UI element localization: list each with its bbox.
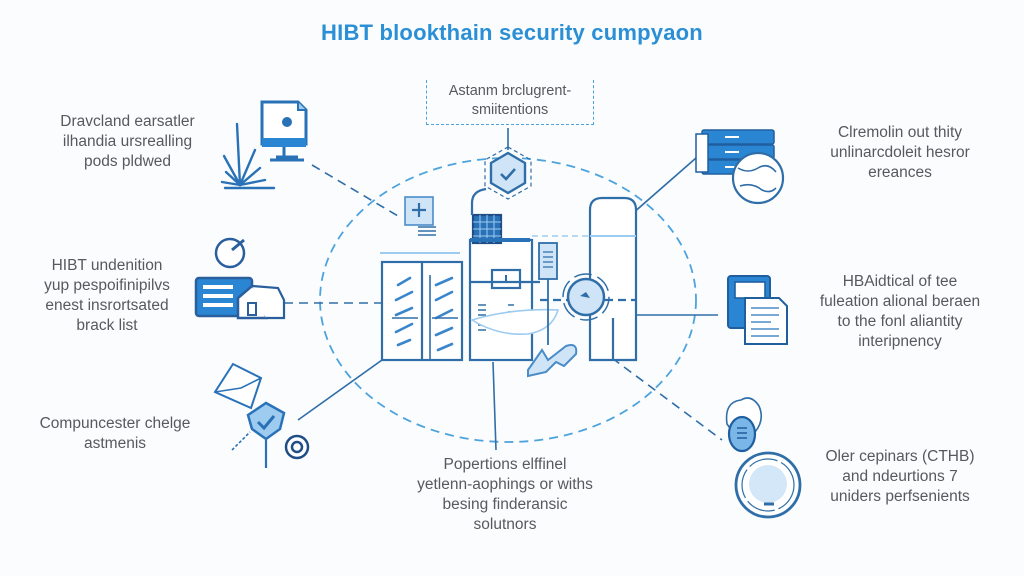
label-line: enest insrortsated: [45, 297, 169, 314]
top-center-callout: Astanm brclugrent- smiitentions: [426, 80, 594, 125]
label-line: ereances: [868, 164, 932, 181]
label-line: HBAidtical of tee: [842, 273, 958, 290]
connector-bottom-left: [297, 359, 383, 421]
label-line: pods pldwed: [83, 153, 172, 170]
diagram-title: HIBT blookthain security cumpyaon: [321, 20, 703, 45]
label-line: Clremolin out thity: [837, 124, 963, 141]
node-label-bottom-center: Popertions elffinel yetlenn-aophings or …: [390, 455, 620, 535]
connector-bottom-right: [611, 357, 723, 441]
label-line: interipnency: [858, 333, 942, 350]
node-label-mid-left: HIBT undenition yup pespoifinipilvs enes…: [22, 256, 192, 336]
node-label-top-left: Dravcland earsatler ilhandia ursrealling…: [40, 112, 215, 172]
house-database-icon: [194, 237, 286, 320]
label-line: Astanm brclugrent-: [448, 83, 572, 99]
document-book-icon: [727, 275, 788, 345]
blockchain-facility-icon: [380, 187, 638, 378]
label-line: Oler cepinars (CTHB): [825, 448, 975, 465]
node-label-mid-right: HBAidtical of tee fuleation alional bera…: [795, 272, 1005, 352]
burst-icon: [220, 122, 276, 190]
label-line: solutnors: [473, 516, 537, 533]
shield-check-icon: [213, 362, 310, 468]
label-line: Compuncester chelge: [39, 415, 191, 432]
label-line: HIBT undenition: [51, 257, 163, 274]
monitor-file-icon: [260, 100, 308, 162]
check-hexagon-icon: [484, 146, 532, 200]
wallet-coin-icon: [725, 397, 802, 519]
label-line: to the fonl aliantity: [837, 313, 963, 330]
node-label-bottom-left: Compuncester chelge astmenis: [25, 414, 205, 454]
label-line: brack list: [76, 317, 138, 334]
label-line: and ndeurtions 7: [842, 468, 958, 485]
connector-top-right: [631, 157, 697, 215]
node-label-top-right: Clremolin out thity unlinarcdoleit hesro…: [805, 123, 995, 183]
label-line: uniders perfsenients: [830, 488, 970, 505]
server-globe-icon: [695, 129, 785, 205]
label-line: fuleation alional beraen: [819, 293, 981, 310]
label-line: besing finderansic: [442, 496, 568, 513]
label-line: ilhandia ursrealling: [62, 133, 193, 150]
node-label-top-center: Astanm brclugrent- smiitentions: [427, 80, 593, 120]
label-line: smiitentions: [471, 102, 549, 118]
connectors: [284, 128, 723, 451]
document-plus-icon: [404, 196, 436, 236]
connector-bottom-center: [492, 361, 497, 451]
label-line: Popertions elffinel: [443, 456, 567, 473]
server-slots: [394, 276, 454, 352]
label-line: Dravcland earsatler: [60, 113, 195, 130]
label-line: unlinarcdoleit hesror: [830, 144, 970, 161]
label-line: astmenis: [83, 435, 147, 452]
label-line: yup pespoifinipilvs: [44, 277, 170, 294]
node-label-bottom-right: Oler cepinars (CTHB) and ndeurtions 7 un…: [805, 447, 995, 507]
label-line: yetlenn-aophings or withs: [417, 476, 593, 493]
arrow-icon: [527, 344, 578, 378]
connector-top-left: [311, 164, 399, 217]
